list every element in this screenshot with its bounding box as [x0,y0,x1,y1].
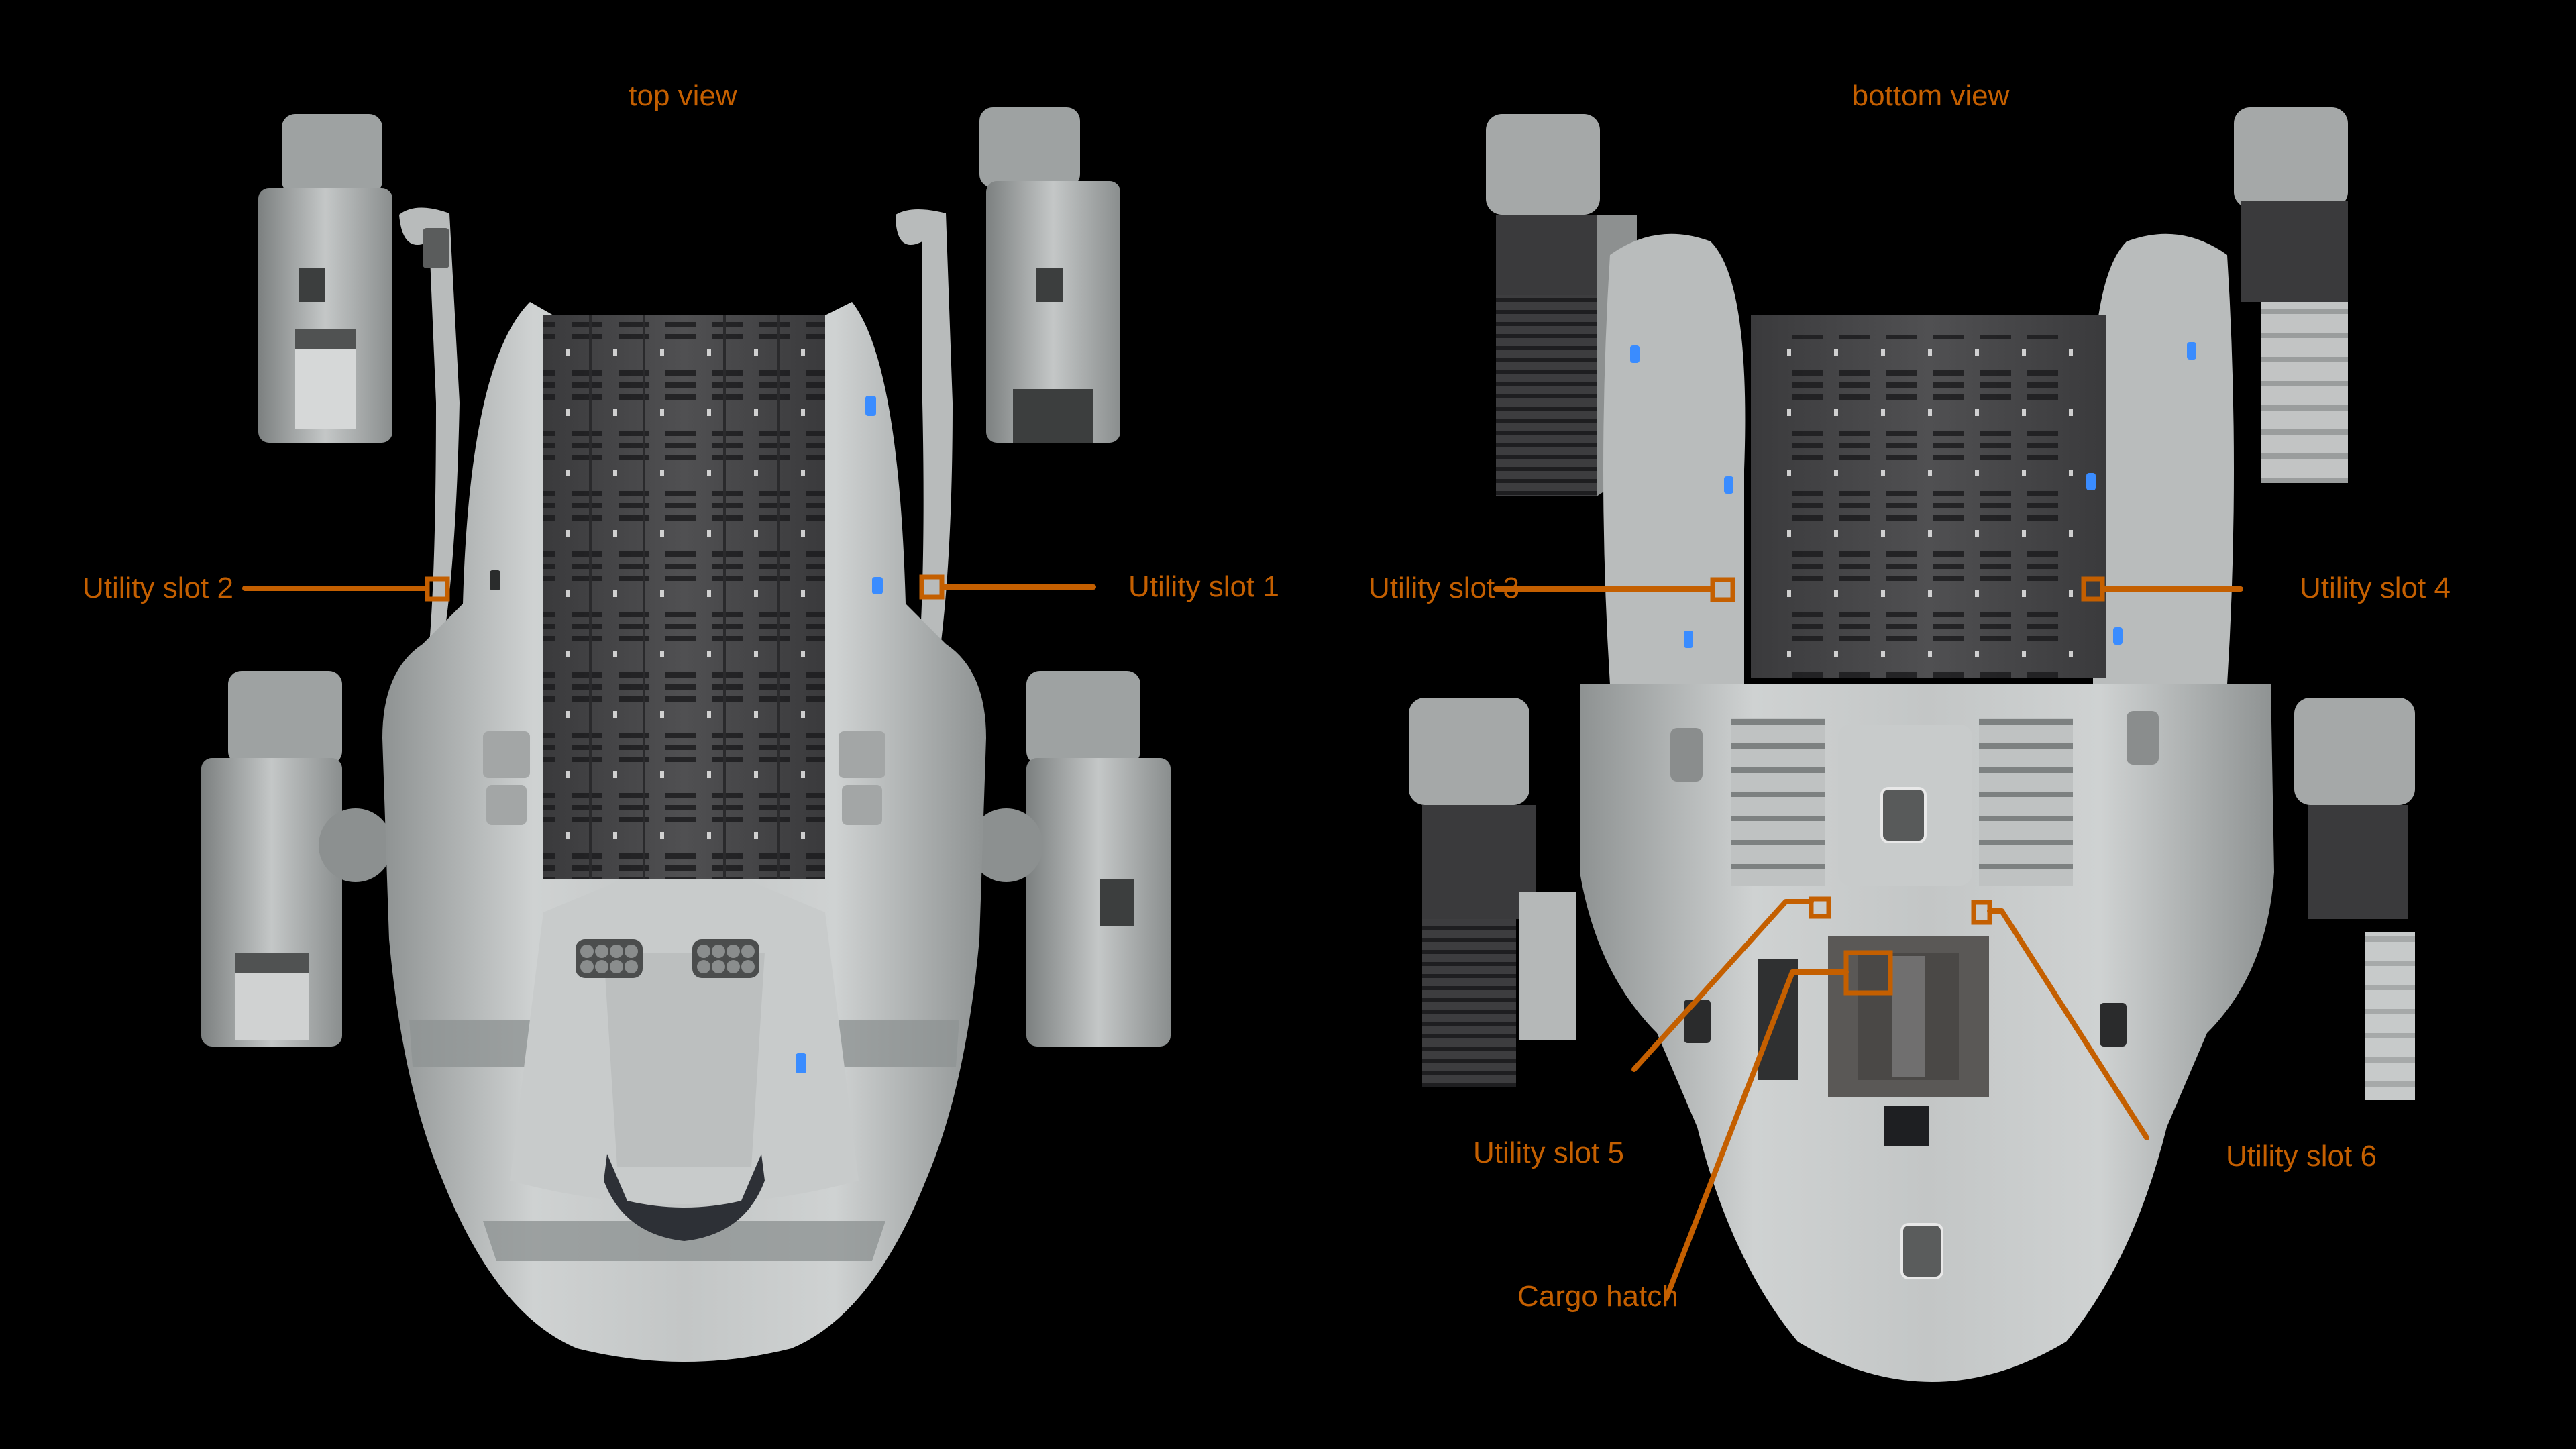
label-cargo-hatch: Cargo hatch [1517,1280,1678,1313]
rcs-cluster-left [576,939,643,978]
label-utility-slot-2: Utility slot 2 [83,572,233,604]
bottom-view-title: bottom view [1851,79,2010,112]
thruster-pod-bottomview-lower-right [2294,698,2415,1100]
cockpit-canopy [604,1154,765,1241]
top-view-title: top view [629,79,737,112]
thruster-pod-bottom-right [969,671,1171,1046]
thruster-pod-bottomview-lower-left [1409,698,1576,1087]
thruster-pod-top-left [258,114,392,443]
thruster-pod-bottom-left [201,671,392,1046]
thruster-pod-bottomview-upper-right [2234,107,2348,483]
label-utility-slot-3: Utility slot 3 [1368,572,1519,604]
label-utility-slot-4: Utility slot 4 [2300,572,2451,604]
label-utility-slot-6: Utility slot 6 [2226,1140,2377,1173]
rcs-cluster-right [692,939,759,978]
label-utility-slot-1: Utility slot 1 [1128,570,1279,603]
label-utility-slot-5: Utility slot 5 [1473,1136,1624,1169]
thruster-pod-top-right [979,107,1120,443]
cargo-hatch-plate [1884,1106,1929,1146]
